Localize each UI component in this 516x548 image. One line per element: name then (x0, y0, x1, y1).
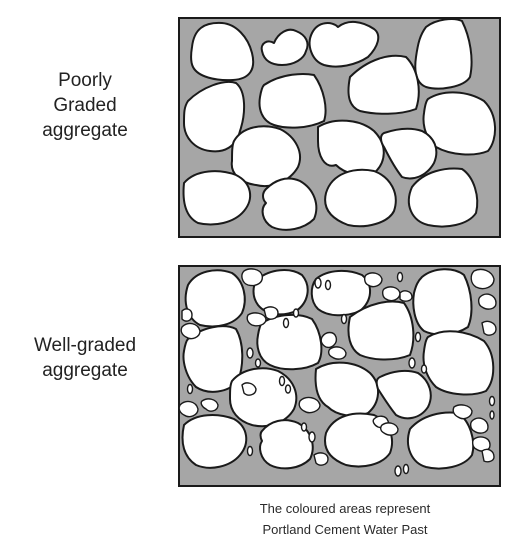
small-aggregate-stone (469, 417, 489, 434)
sand-grain (282, 317, 290, 329)
small-aggregate-group (178, 268, 497, 477)
small-aggregate-stone (298, 396, 321, 414)
aggregate-stone (184, 269, 246, 328)
aggregate-stone (190, 21, 255, 82)
small-aggregate-stone (263, 306, 279, 320)
aggregate-stone (259, 419, 314, 470)
well-graded-label-line-1: Well-graded (33, 335, 137, 356)
aggregate-stone (260, 28, 309, 66)
aggregate-stone (422, 91, 496, 156)
small-aggregate-stone (200, 398, 219, 412)
aggregate-stone (258, 73, 327, 129)
sand-grain (489, 410, 495, 420)
sand-grain (408, 357, 416, 369)
poorly-graded-label-line-2: Graded (53, 95, 117, 116)
small-aggregate-stone (178, 400, 199, 418)
legend-caption-line-2: Portland Cement Water Past (262, 522, 428, 537)
small-aggregate-stone (381, 286, 401, 302)
small-aggregate-stone (363, 272, 383, 288)
aggregate-stone (407, 167, 479, 228)
sand-grain (308, 431, 316, 443)
sand-grain (488, 395, 496, 407)
sand-grain (284, 384, 292, 394)
aggregate-stone (380, 127, 438, 180)
aggregate-stone (181, 414, 248, 469)
sand-grain (394, 465, 402, 477)
well-graded-aggregate-diagram (178, 265, 501, 487)
aggregate-stone (347, 54, 420, 115)
large-aggregate-group (182, 18, 496, 231)
sand-grain (246, 445, 254, 457)
small-aggregate-stone (452, 404, 473, 420)
small-aggregate-stone (246, 312, 267, 327)
sand-grain (186, 383, 194, 395)
aggregate-stone (256, 313, 323, 371)
aggregate-stone (261, 177, 318, 231)
small-aggregate-stone (180, 322, 201, 340)
poorly-graded-aggregate-diagram (178, 17, 501, 238)
small-aggregate-stone (470, 268, 495, 290)
small-aggregate-stone (477, 293, 497, 310)
sand-grain (314, 277, 322, 289)
sand-grain (396, 271, 404, 283)
sand-grain (324, 279, 332, 291)
sand-grain (292, 308, 300, 318)
aggregate-stone (314, 361, 379, 417)
small-aggregate-stone (320, 331, 338, 349)
aggregate-stone (183, 81, 246, 153)
small-aggregate-stone (241, 268, 263, 287)
sand-grain (414, 331, 422, 343)
aggregate-stone (230, 125, 301, 187)
small-aggregate-stone (313, 452, 329, 466)
aggregate-stone (347, 300, 415, 361)
small-aggregate-stone (399, 290, 413, 302)
poorly-graded-label-line-1: Poorly (58, 70, 112, 91)
well-graded-label-line-2: aggregate (42, 360, 128, 381)
aggregate-stone (182, 170, 252, 226)
sand-grain (402, 463, 410, 475)
sand-grain (340, 313, 348, 325)
small-aggregate-stone (481, 448, 495, 463)
small-aggregate-stone (481, 320, 497, 336)
small-aggregate-stone (241, 382, 257, 396)
aggregate-stone (407, 411, 475, 470)
sand-grain (246, 347, 254, 359)
sand-grain (420, 364, 428, 374)
large-aggregate-group (181, 268, 495, 470)
aggregate-stone (324, 168, 397, 228)
legend-caption: The coloured areas represent Portland Ce… (190, 498, 500, 540)
aggregate-stone (422, 330, 495, 396)
aggregate-stone (229, 367, 298, 428)
aggregate-stone (324, 412, 393, 468)
sand-grain (254, 358, 262, 368)
poorly-graded-label-line-3: aggregate (42, 120, 128, 141)
sand-grain (278, 375, 286, 387)
aggregate-stone (182, 325, 244, 393)
aggregate-stone (375, 369, 432, 420)
aggregate-stone (308, 21, 380, 68)
legend-caption-line-1: The coloured areas represent (259, 501, 431, 516)
sand-grain (300, 422, 308, 432)
aggregate-stone (412, 268, 473, 336)
well-graded-label: Well-graded aggregate (10, 333, 160, 383)
poorly-graded-label: Poorly Graded aggregate (20, 68, 150, 143)
aggregate-stone (414, 18, 473, 90)
small-aggregate-stone (181, 308, 193, 322)
small-aggregate-stone (327, 346, 347, 360)
small-aggregate-stone (379, 422, 399, 436)
